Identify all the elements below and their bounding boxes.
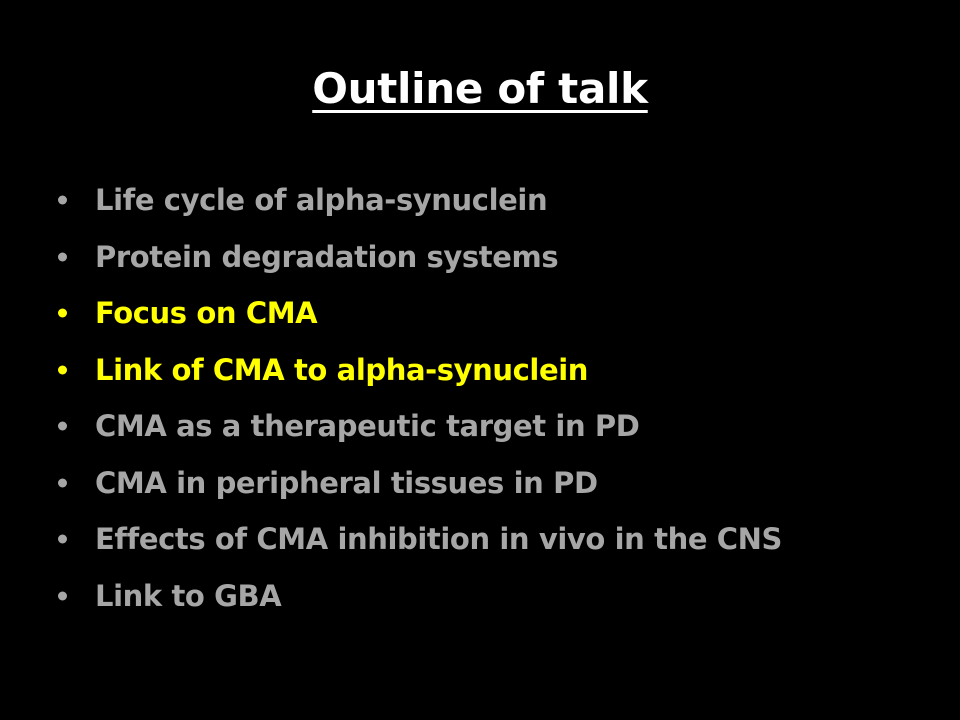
bullet-dot-icon xyxy=(58,308,67,318)
bullet-dot-icon xyxy=(58,195,67,205)
bullet-text: Link to GBA xyxy=(95,578,282,613)
bullet-text: CMA in peripheral tissues in PD xyxy=(95,465,598,500)
bullet-item: Protein degradation systems xyxy=(58,229,938,286)
bullet-text: Link of CMA to alpha-synuclein xyxy=(95,352,589,387)
bullet-text: Effects of CMA inhibition in vivo in the… xyxy=(95,522,783,557)
bullet-text: CMA as a therapeutic target in PD xyxy=(95,409,640,444)
bullet-list: Life cycle of alpha-synuclein Protein de… xyxy=(58,172,938,624)
bullet-item: CMA in peripheral tissues in PD xyxy=(58,455,938,512)
bullet-item: Effects of CMA inhibition in vivo in the… xyxy=(58,511,938,568)
bullet-text: Life cycle of alpha-synuclein xyxy=(95,183,548,218)
bullet-item: Link to GBA xyxy=(58,568,938,625)
bullet-dot-icon xyxy=(58,534,67,544)
slide-title: Outline of talk xyxy=(312,64,648,113)
bullet-item: Life cycle of alpha-synuclein xyxy=(58,172,938,229)
bullet-dot-icon xyxy=(58,421,67,431)
bullet-item: Focus on CMA xyxy=(58,285,938,342)
bullet-dot-icon xyxy=(58,252,67,262)
bullet-text: Protein degradation systems xyxy=(95,239,559,274)
bullet-dot-icon xyxy=(58,478,67,488)
bullet-item: CMA as a therapeutic target in PD xyxy=(58,398,938,455)
bullet-item: Link of CMA to alpha-synuclein xyxy=(58,342,938,399)
bullet-text: Focus on CMA xyxy=(95,296,318,331)
bullet-dot-icon xyxy=(58,591,67,601)
bullet-dot-icon xyxy=(58,365,67,375)
